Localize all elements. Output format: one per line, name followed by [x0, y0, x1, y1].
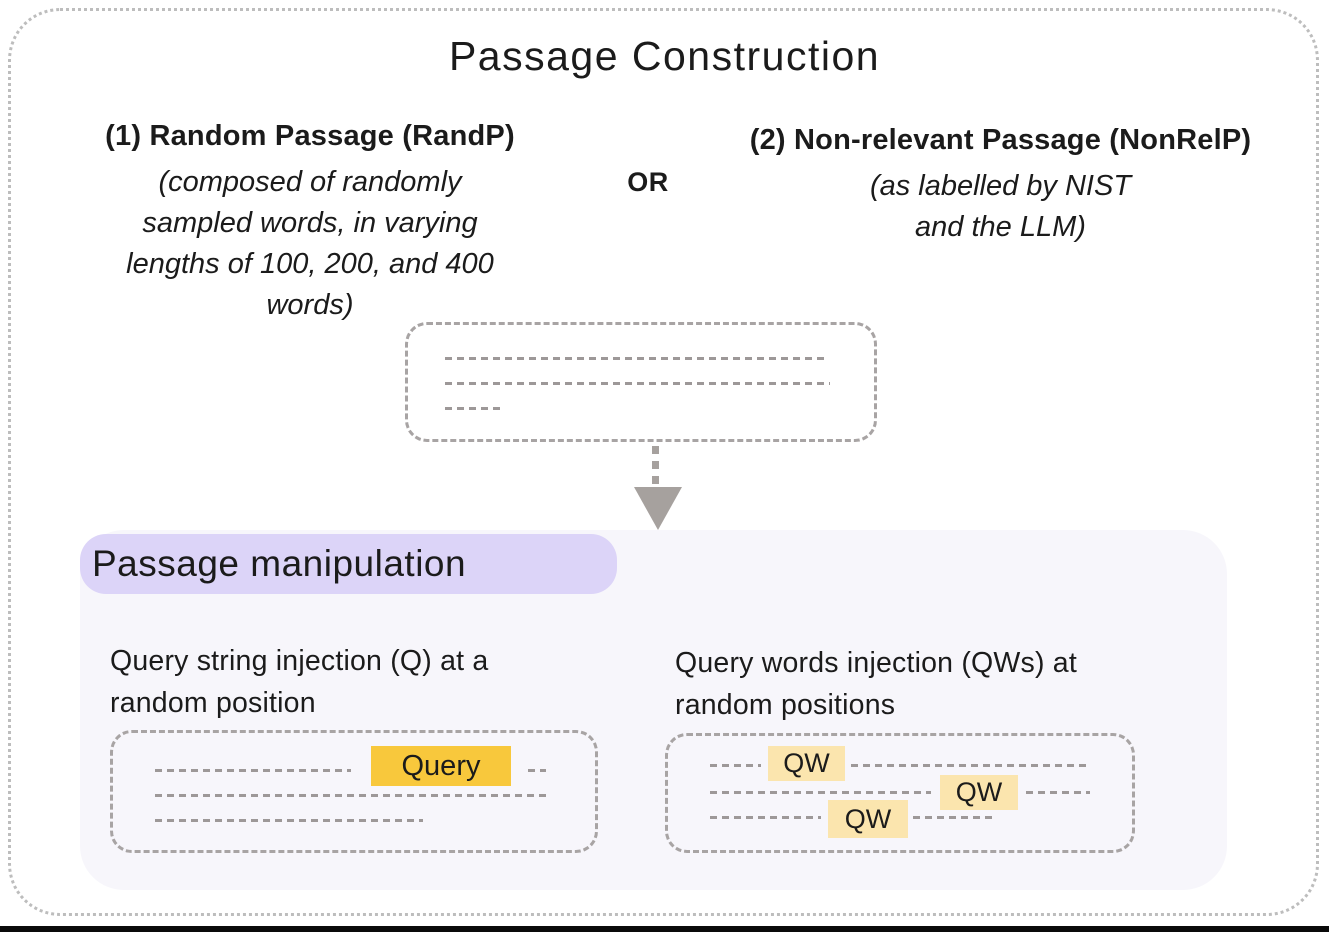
down-arrow-stem [652, 446, 659, 488]
source-passage-box [405, 322, 877, 442]
qw-chip: QW [940, 775, 1018, 810]
down-arrow-icon [634, 487, 682, 530]
passage-text-line [710, 816, 821, 819]
or-label: OR [627, 167, 669, 197]
qw-chip-label: QW [955, 777, 1003, 807]
qw-chip-label: QW [783, 748, 830, 778]
option-nonrelp-description: (as labelled by NIST and the LLM) [869, 169, 1132, 243]
passage-text-line [851, 764, 1090, 767]
qw-chip: QW [828, 800, 908, 838]
qw-chip: QW [768, 746, 845, 781]
bottom-rule [0, 926, 1329, 932]
passage-text-line [155, 794, 550, 797]
passage-text-line [445, 382, 830, 385]
query-injection-caption: Query string injection (Q) at a random p… [110, 645, 489, 720]
option-randp-description: (composed of randomly sampled words, in … [126, 165, 494, 322]
passage-text-line [445, 357, 826, 360]
passage-text-line [155, 819, 423, 822]
passage-text-line [155, 769, 351, 772]
manipulation-heading: Passage manipulation [92, 543, 467, 584]
passage-text-line [710, 791, 931, 794]
option-nonrelp-heading: (2) Non-relevant Passage (NonRelP) [749, 124, 1252, 156]
figure-frame-border [8, 8, 1319, 916]
passage-text-line [913, 816, 996, 819]
query-chip-label: Query [401, 749, 481, 782]
qw-chip-label: QW [844, 803, 892, 834]
option-randp-heading: (1) Random Passage (RandP) [105, 120, 515, 152]
figure-title: Passage Construction [448, 33, 881, 79]
query-words-injection-caption: Query words injection (QWs) at random po… [675, 647, 1077, 722]
manipulation-heading-pill: Passage manipulation [80, 534, 617, 594]
passage-text-line [445, 407, 501, 410]
query-words-injection-box: QW QW QW [665, 733, 1135, 853]
passage-text-line [710, 764, 761, 767]
passage-text-line [1026, 791, 1090, 794]
option-nonrelp: (2) Non-relevant Passage (NonRelP) (as l… [688, 122, 1313, 248]
passage-text-line [528, 769, 546, 772]
query-injection-box: Query [110, 730, 598, 853]
option-randp: (1) Random Passage (RandP) (composed of … [40, 118, 580, 326]
query-chip: Query [371, 746, 511, 786]
